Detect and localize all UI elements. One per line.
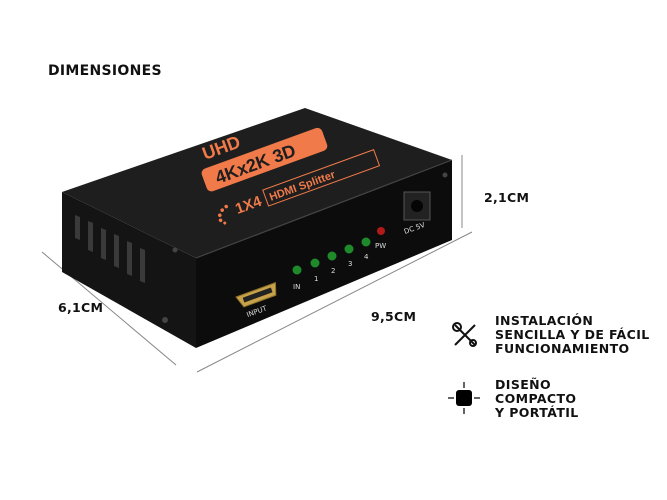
led-labels: IN 1 2 3 4 PW (293, 242, 386, 291)
height-label: 2,1CM (484, 190, 530, 205)
width-dimension-line (196, 231, 473, 373)
feature-installation: INSTALACIÓN SENCILLA Y DE FÁCIL FUNCIONA… (495, 314, 650, 356)
page-title: DIMENSIONES (48, 63, 162, 79)
led-label: 3 (348, 260, 352, 268)
led-power (377, 227, 385, 235)
feature-compact: DISEÑO COMPACTO Y PORTÁTIL (495, 378, 579, 420)
resolution-badge (201, 127, 328, 192)
led-label: IN (293, 283, 300, 291)
screw (172, 247, 178, 253)
compact-icon (448, 382, 480, 414)
model-box (262, 149, 381, 207)
feature-line: DISEÑO (495, 377, 552, 392)
feature-line: SENCILLA Y DE FÁCIL (495, 327, 650, 342)
led-label: 2 (331, 267, 335, 275)
device-top-face (62, 108, 452, 258)
led-4 (361, 237, 371, 247)
led-in (292, 265, 302, 275)
feature-line: FUNCIONAMIENTO (495, 341, 630, 356)
led-label: 1 (314, 275, 318, 283)
depth-label: 6,1CM (58, 300, 104, 315)
feature-line: COMPACTO (495, 391, 577, 406)
led-2 (327, 251, 337, 261)
vent-slots (75, 215, 145, 283)
led-label: 4 (364, 253, 369, 261)
hdmi-port-slot (242, 287, 273, 303)
dc-power-hole (411, 200, 423, 212)
feature-line: INSTALACIÓN (495, 313, 594, 328)
screw (442, 172, 448, 178)
status-leds (292, 227, 385, 275)
feature-line: Y PORTÁTIL (495, 405, 579, 420)
width-label: 9,5CM (371, 309, 417, 324)
dots-icon (217, 204, 229, 225)
device-edge (195, 159, 453, 259)
screw (162, 317, 168, 323)
led-label: PW (375, 242, 386, 250)
led-1 (310, 258, 320, 268)
led-3 (344, 244, 354, 254)
tools-icon (452, 322, 477, 347)
